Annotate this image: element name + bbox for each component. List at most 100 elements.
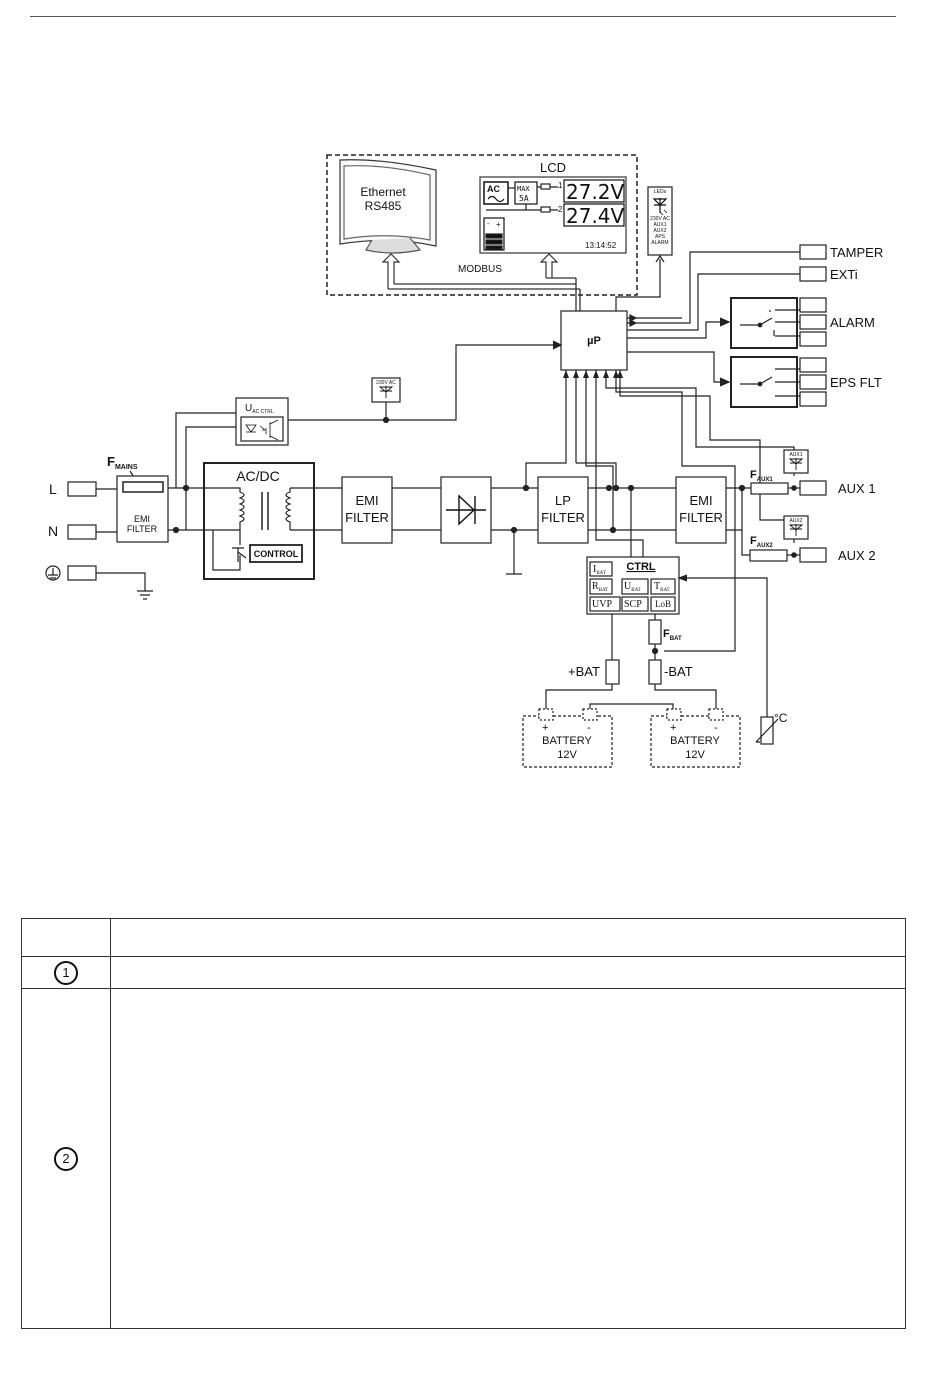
plus-bat-fuse bbox=[605, 659, 620, 685]
lcd-title: LCD bbox=[540, 160, 566, 175]
led-230v-label: 230V AC bbox=[376, 380, 396, 386]
emi-filter-2-label-1: EMI bbox=[689, 493, 712, 508]
ctrl-i-bat-main: I bbox=[593, 564, 596, 575]
legend-number-1: 1 bbox=[54, 960, 78, 985]
emi-filter-1 bbox=[341, 476, 393, 544]
ctrl-t-bat-sub: BAT bbox=[660, 588, 669, 593]
fuse-bat bbox=[648, 619, 662, 645]
leds-box-line: APS bbox=[655, 234, 666, 240]
eps-flt-relay: EPS FLT bbox=[627, 351, 882, 408]
fuse-aux1-main: F bbox=[750, 469, 757, 481]
svg-text:UBAT: UBAT bbox=[624, 581, 641, 593]
svg-text:-: - bbox=[714, 722, 718, 734]
aux2-terminal bbox=[799, 547, 827, 563]
ground-symbol bbox=[45, 565, 153, 600]
fuse-mains bbox=[122, 481, 164, 493]
leds-box-line: AUX2 bbox=[653, 228, 666, 234]
aux1-terminal bbox=[799, 480, 827, 496]
lcd-out1-index: 1 bbox=[558, 181, 563, 190]
uac-ctrl-block: UAC CTRL bbox=[235, 397, 289, 446]
aux2-label: AUX 2 bbox=[838, 548, 876, 563]
fuse-aux2 bbox=[749, 549, 788, 562]
legend-header-row bbox=[21, 918, 906, 957]
input-l-terminal bbox=[67, 481, 97, 497]
svg-text:+: + bbox=[542, 722, 548, 734]
modbus-arrow-right bbox=[539, 253, 559, 278]
ctrl-block: CTRL IBAT RBAT UBAT TBAT UVP SCP LoB bbox=[586, 556, 680, 615]
ctrl-i-bat-sub: BAT bbox=[596, 571, 605, 576]
led-aux1: AUX1 bbox=[783, 449, 809, 474]
svg-text:FAUX1: FAUX1 bbox=[750, 469, 773, 483]
svg-text:+: + bbox=[670, 722, 676, 734]
svg-text:-: - bbox=[587, 722, 591, 734]
input-emi-label-1: EMI bbox=[134, 514, 150, 524]
tamper-terminal bbox=[799, 244, 827, 260]
input-emi-label-2: FILTER bbox=[127, 524, 158, 534]
lcd-ac-icon: AC bbox=[487, 184, 500, 194]
led-aux2: AUX2 bbox=[783, 515, 809, 540]
modbus-arrow-left bbox=[381, 253, 401, 289]
lp-filter bbox=[537, 476, 589, 544]
battery-2-label-1: BATTERY bbox=[670, 735, 720, 747]
input-n-terminal bbox=[67, 524, 97, 540]
ctrl-u-bat-sub: BAT bbox=[631, 588, 640, 593]
led-aux1-label: AUX1 bbox=[789, 452, 802, 458]
alarm-terminal-1 bbox=[799, 297, 827, 313]
svg-text:IBAT: IBAT bbox=[593, 564, 606, 576]
uac-sub: AC CTRL bbox=[252, 409, 274, 415]
svg-text:RBAT: RBAT bbox=[592, 581, 608, 593]
leds-box-line: LEDs bbox=[654, 189, 667, 195]
acdc-block: AC/DC CONTROL bbox=[203, 462, 342, 580]
block-diagram: Ethernet RS485 LCD AC MAX 5A 1 27.2V 2 2… bbox=[45, 154, 883, 768]
emi-filter-2-label-2: FILTER bbox=[679, 510, 723, 525]
control-label: CONTROL bbox=[254, 549, 299, 559]
lcd-out2-index: 2 bbox=[558, 205, 563, 214]
ctrl-lob: LoB bbox=[655, 599, 671, 609]
svg-text:TBAT: TBAT bbox=[654, 581, 670, 593]
input-n-label: N bbox=[48, 523, 58, 539]
emi-filter-2 bbox=[675, 476, 727, 544]
battery-2-label-2: 12V bbox=[685, 749, 705, 761]
minus-bat-label: -BAT bbox=[664, 664, 693, 679]
svg-text:FBAT: FBAT bbox=[663, 628, 682, 642]
ctrl-u-bat-main: U bbox=[624, 581, 632, 592]
eps-flt-label: EPS FLT bbox=[830, 375, 882, 390]
fuse-mains-sub: MAINS bbox=[115, 464, 138, 471]
led-230v: 230V AC bbox=[371, 377, 401, 403]
battery-1-label-1: BATTERY bbox=[542, 735, 592, 747]
lp-filter-label-1: LP bbox=[555, 493, 571, 508]
legend-row-2-number-cell: 2 bbox=[21, 988, 111, 1329]
ctrl-r-bat-main: R bbox=[592, 581, 599, 592]
fuse-aux2-main: F bbox=[750, 535, 757, 547]
svg-text:-: - bbox=[487, 221, 490, 228]
lcd-max-line1: MAX bbox=[517, 185, 530, 193]
emi-filter-1-label-1: EMI bbox=[355, 493, 378, 508]
fuse-bat-main: F bbox=[663, 628, 670, 640]
svg-text:UAC CTRL: UAC CTRL bbox=[245, 403, 274, 415]
legend-header-cell-1 bbox=[21, 918, 111, 957]
fuse-aux1-sub: AUX1 bbox=[757, 477, 774, 483]
leds-box-line: AUX1 bbox=[653, 222, 666, 228]
led-aux2-label: AUX2 bbox=[789, 518, 802, 524]
eps-terminal-3 bbox=[799, 391, 827, 407]
battery-2: + - BATTERY 12V bbox=[650, 708, 741, 768]
aux1-label: AUX 1 bbox=[838, 481, 876, 496]
svg-text:FMAINS: FMAINS bbox=[107, 454, 138, 471]
ctrl-uvp: UVP bbox=[592, 599, 612, 610]
monitor-icon: Ethernet RS485 bbox=[339, 159, 437, 254]
tamper-label: TAMPER bbox=[830, 245, 883, 260]
leds-box-line: ALARM bbox=[651, 240, 668, 246]
lcd-screen bbox=[479, 176, 627, 254]
alarm-label: ALARM bbox=[830, 315, 875, 330]
ctrl-t-bat-main: T bbox=[654, 581, 660, 592]
svg-text:FAUX2: FAUX2 bbox=[750, 535, 773, 549]
alarm-relay: ALARM bbox=[627, 297, 875, 349]
battery-1-label-2: 12V bbox=[557, 749, 577, 761]
battery-1: + - BATTERY 12V bbox=[522, 708, 613, 768]
monitor-label-rs485: RS485 bbox=[365, 199, 402, 213]
uac-main: U bbox=[245, 403, 252, 414]
temperature-sensor: °C bbox=[755, 711, 788, 745]
lp-filter-label-2: FILTER bbox=[541, 510, 585, 525]
